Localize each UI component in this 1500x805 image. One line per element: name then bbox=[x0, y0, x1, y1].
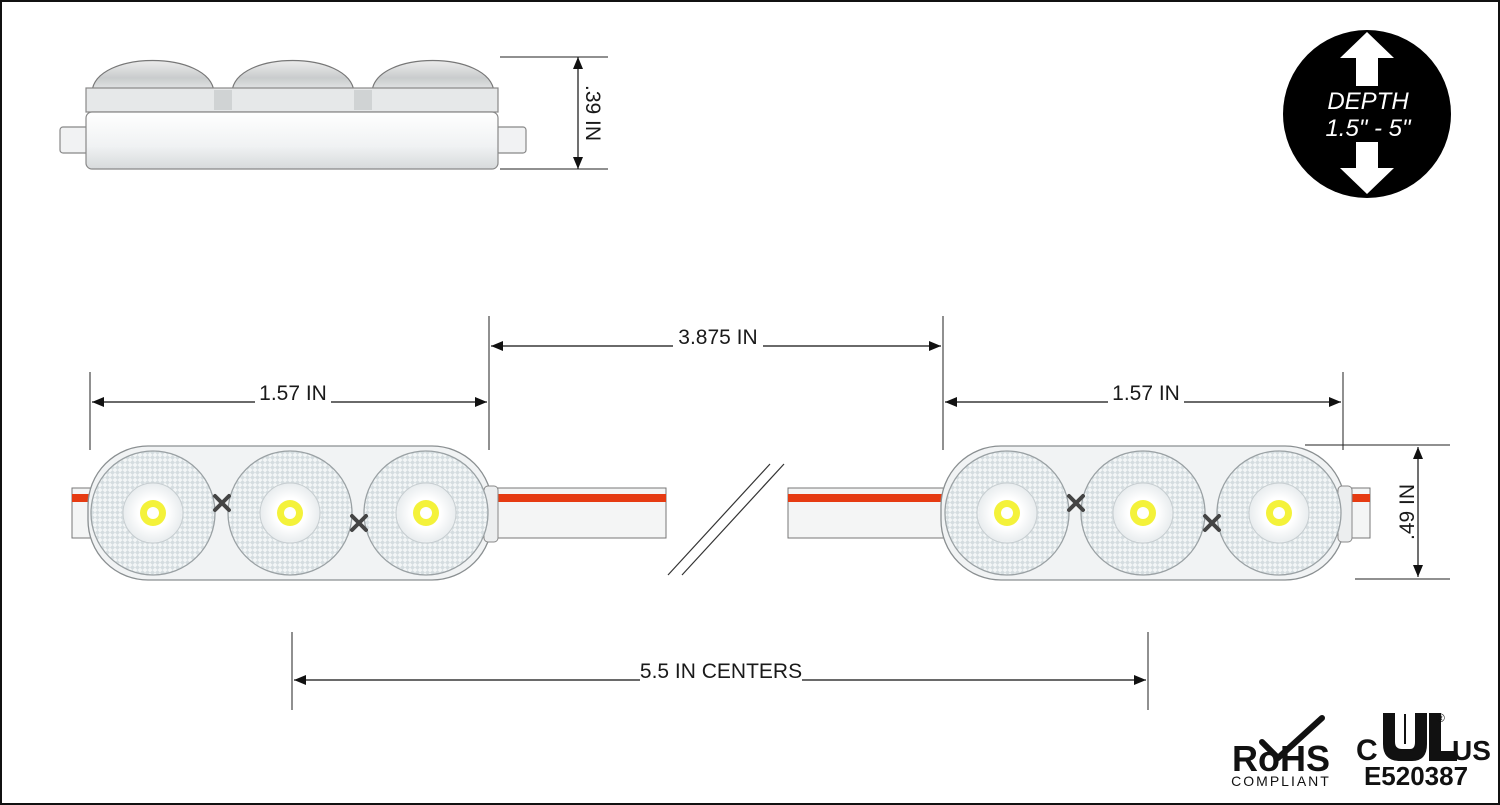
arrow-up-icon bbox=[1340, 32, 1394, 86]
ul-us-label: US bbox=[1452, 735, 1491, 766]
depth-range: 1.5" - 5" bbox=[1325, 115, 1412, 142]
led-module-right bbox=[940, 445, 1353, 581]
depth-badge: DEPTH 1.5" - 5" bbox=[1283, 30, 1451, 198]
lens-3 bbox=[1216, 450, 1342, 576]
right-width-dimension: 1.57 IN bbox=[945, 378, 1341, 407]
height-dimension: .39 IN bbox=[500, 56, 608, 170]
screw-icon bbox=[1203, 514, 1221, 532]
side-view-module bbox=[59, 60, 527, 170]
checkmark-icon bbox=[1259, 715, 1325, 761]
ul-registered-mark: ® bbox=[1436, 711, 1445, 725]
gap-dimension: 3.875 IN bbox=[491, 322, 941, 351]
screw-icon bbox=[213, 494, 231, 512]
led-module-left bbox=[87, 445, 499, 581]
lens-3 bbox=[363, 450, 489, 576]
ul-mark-icon bbox=[1383, 713, 1457, 761]
height-label: .39 IN bbox=[581, 85, 604, 141]
ul-logo: C ® US E520387 bbox=[1356, 711, 1491, 791]
arrow-down-icon bbox=[1340, 142, 1394, 194]
left-width-dimension: 1.57 IN bbox=[92, 378, 487, 407]
module-height-dimension: .49 IN bbox=[1396, 447, 1423, 577]
right-width-label: 1.57 IN bbox=[1112, 382, 1180, 405]
ul-file-number: E520387 bbox=[1364, 761, 1468, 791]
screw-icon bbox=[350, 514, 368, 532]
rohs-subtitle: COMPLIANT bbox=[1231, 773, 1331, 789]
lens-2 bbox=[1080, 450, 1206, 576]
module-height-label: .49 IN bbox=[1396, 484, 1419, 540]
left-width-label: 1.57 IN bbox=[259, 382, 327, 405]
ul-c-label: C bbox=[1356, 734, 1378, 767]
centers-label: 5.5 IN CENTERS bbox=[640, 660, 802, 683]
centers-dimension: 5.5 IN CENTERS bbox=[294, 656, 1146, 685]
lens-1 bbox=[90, 450, 216, 576]
rohs-logo: RoHS COMPLIANT bbox=[1231, 715, 1331, 789]
rohs-title: RoHS bbox=[1232, 738, 1330, 779]
wire-break-mark bbox=[667, 463, 785, 576]
lens-1 bbox=[944, 450, 1070, 576]
screw-icon bbox=[1067, 494, 1085, 512]
lens-2 bbox=[227, 450, 353, 576]
depth-label: DEPTH bbox=[1327, 88, 1409, 115]
gap-label: 3.875 IN bbox=[678, 326, 757, 349]
wire-middle-right bbox=[787, 487, 951, 539]
extension-lines bbox=[89, 316, 1450, 710]
wire-middle-left bbox=[495, 487, 667, 539]
